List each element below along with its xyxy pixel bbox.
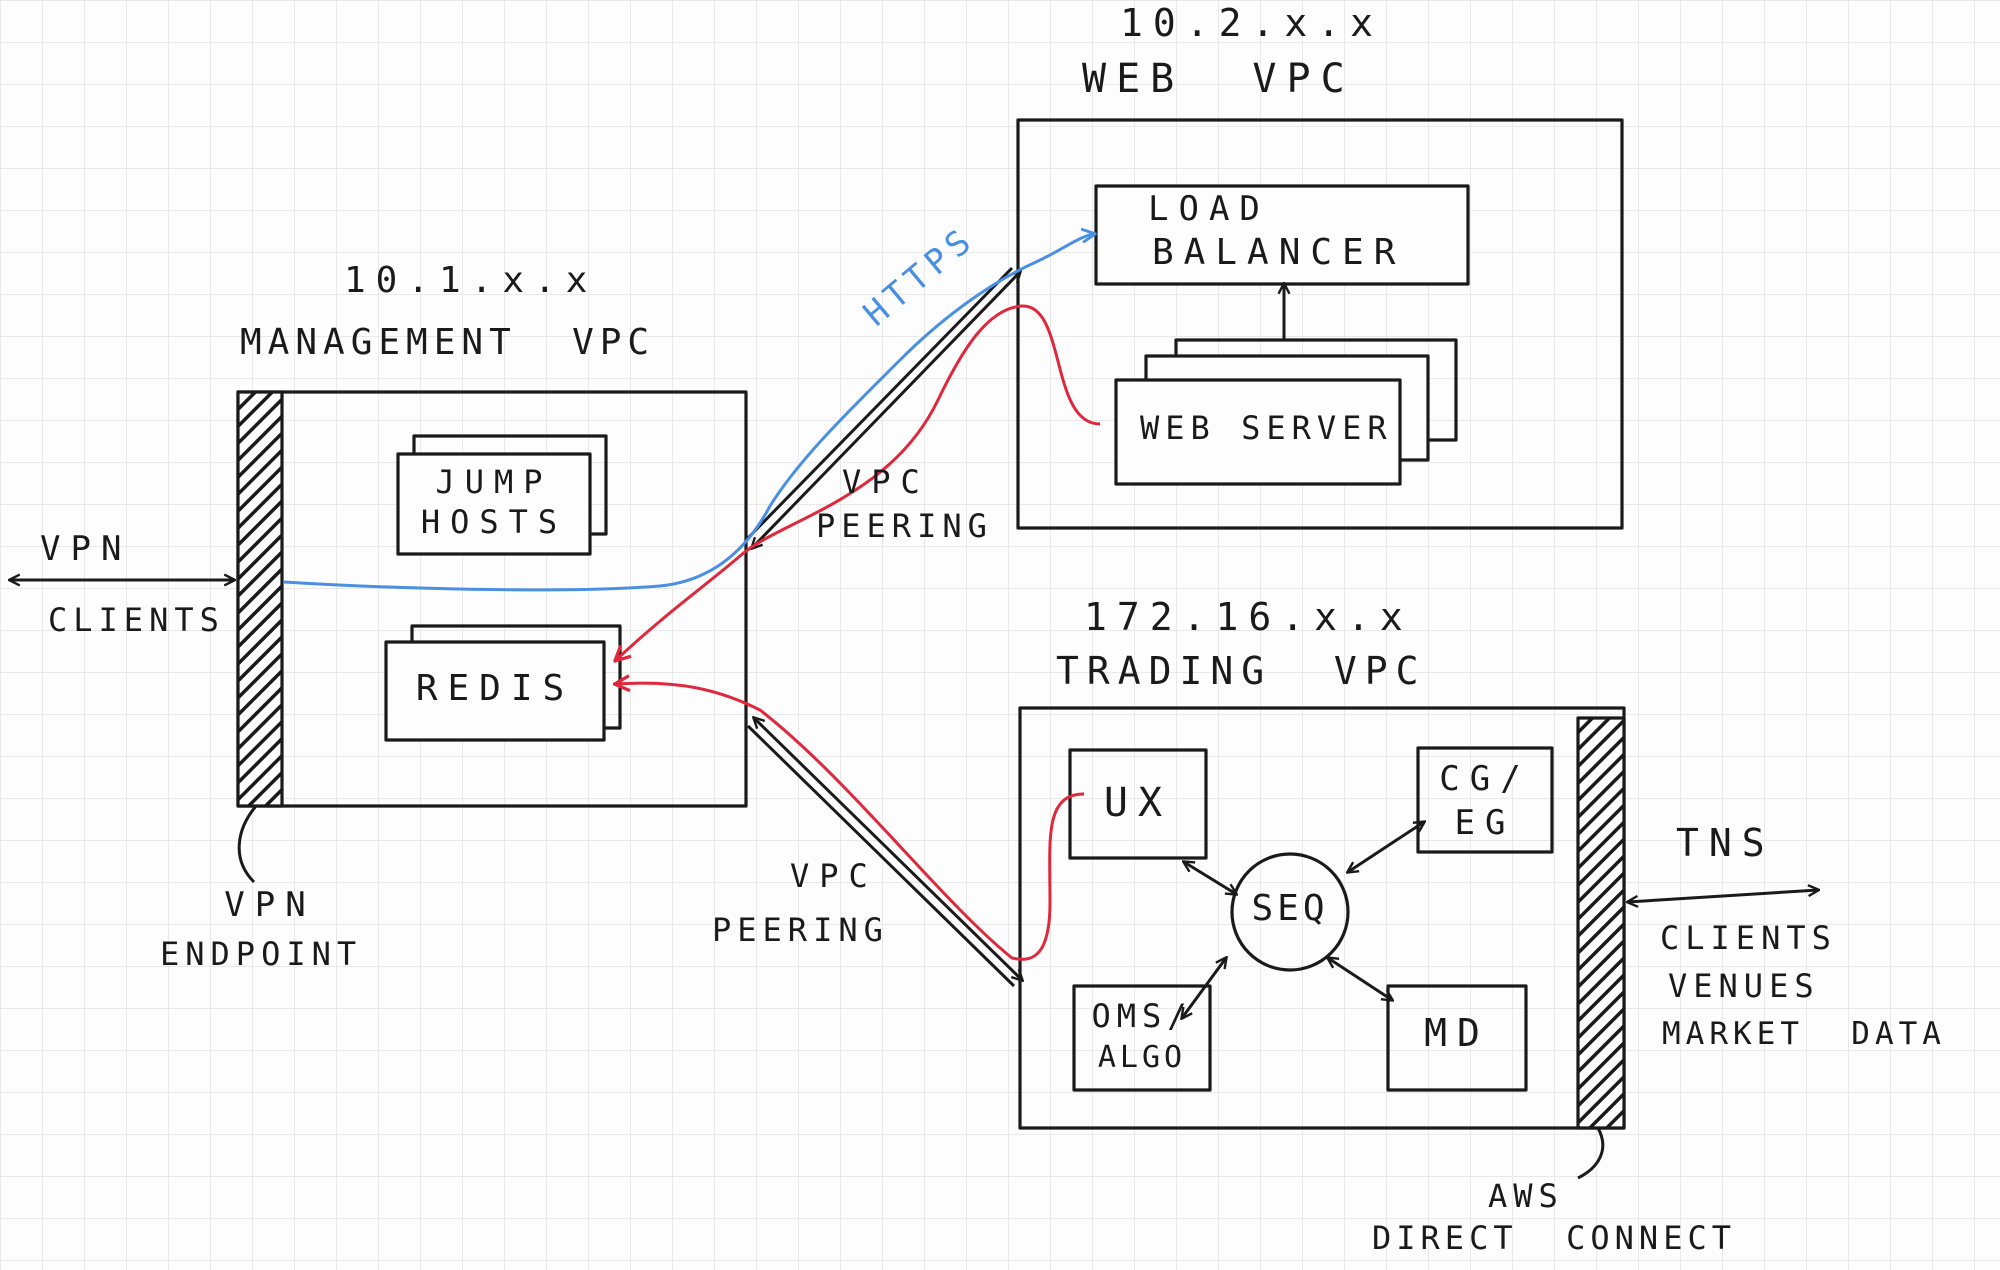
direct-connect-label-2: DIRECT CONNECT (1372, 1219, 1736, 1257)
load-balancer-label-1: LOAD (1148, 189, 1270, 229)
direct-connect-leader (1577, 1127, 1605, 1180)
tns-arrow (1628, 890, 1818, 902)
web-server-box (1114, 378, 1402, 486)
https-flow (283, 234, 1094, 592)
cg-eg-label-2: EG (1454, 803, 1516, 843)
vpn-endpoint-label-1: VPN (224, 885, 316, 925)
vpn-clients-label-2: CLIENTS (48, 601, 225, 639)
load-balancer-label-2: BALANCER (1152, 232, 1406, 273)
web-vpc-title: WEB VPC (1082, 56, 1355, 102)
trading-vpc-cidr: 172.16.x.x (1084, 595, 1413, 639)
seq-label: SEQ (1251, 888, 1329, 929)
md-box (1386, 984, 1528, 1092)
vpc-peering-bottom-label-2: PEERING (712, 911, 889, 949)
vpc-peering-top-label-2: PEERING (816, 507, 993, 545)
web-vpc-cidr: 10.2.x.x (1120, 1, 1384, 45)
direct-connect-label-1: AWS (1488, 1177, 1564, 1215)
vpn-endpoint-leader (237, 805, 258, 884)
cg-eg-label-1: CG/ (1439, 759, 1531, 799)
tns-item-venues: VENUES (1668, 967, 1820, 1005)
jump-hosts-label-1: JUMP (435, 463, 553, 501)
vpn-endpoint-bar (236, 390, 284, 808)
seq-ux-arrow (1184, 862, 1236, 894)
md-label: MD (1424, 1011, 1490, 1055)
trading-vpc-title: TRADING VPC (1056, 649, 1427, 693)
vpc-peering-bottom-label-1: VPC (790, 857, 878, 895)
seq-circle (1230, 852, 1350, 972)
cg-eg-box (1416, 746, 1554, 854)
vpc-peering-bottom-arrow (754, 718, 1022, 980)
ux-box (1068, 748, 1208, 860)
jump-hosts-label-2: HOSTS (420, 503, 568, 541)
vpc-peering-top-arrow (752, 272, 1020, 548)
jump-hosts-box (396, 452, 592, 556)
vpn-clients-label-1: VPN (40, 529, 132, 569)
management-vpc-title: MANAGEMENT VPC (240, 322, 656, 363)
seq-cg-arrow (1348, 822, 1424, 872)
direct-connect-bar (1576, 716, 1626, 1130)
seq-md-arrow (1328, 958, 1392, 1000)
seq-oms-arrow (1182, 958, 1226, 1018)
tns-title: TNS (1676, 821, 1775, 865)
red-flow-web-to-redis (616, 304, 1101, 660)
ux-label: UX (1103, 780, 1173, 826)
tns-item-clients: CLIENTS (1660, 919, 1837, 957)
management-vpc-cidr: 10.1.x.x (344, 260, 598, 301)
red-flow-ux-to-redis (616, 683, 1085, 961)
tns-item-market-data: MARKET DATA (1662, 1016, 1946, 1052)
vpn-endpoint-label-2: ENDPOINT (160, 935, 363, 973)
vpc-peering-top-label-1: VPC (842, 463, 930, 501)
redis-box (384, 640, 606, 742)
oms-algo-box (1072, 984, 1212, 1092)
redis-label: REDIS (415, 668, 575, 709)
oms-algo-label-1: OMS/ (1091, 997, 1193, 1035)
oms-algo-label-2: ALGO (1097, 1040, 1187, 1075)
web-server-label: WEB SERVER (1140, 409, 1393, 447)
